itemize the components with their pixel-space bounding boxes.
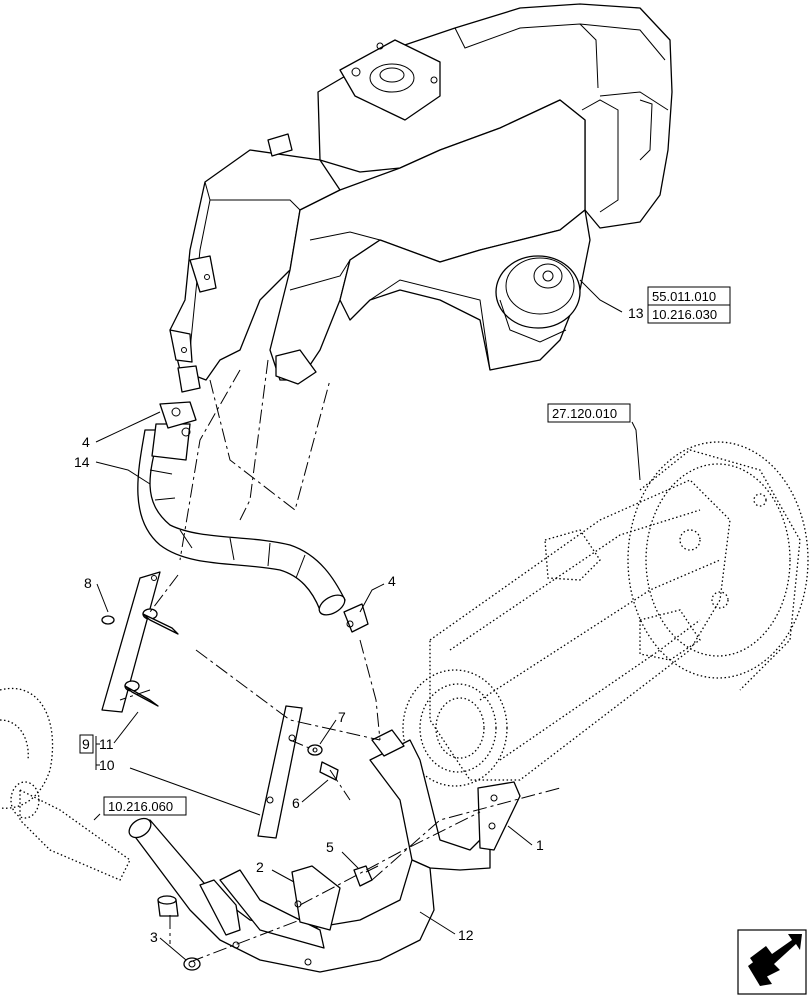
callout-10[interactable]: 10 bbox=[99, 757, 115, 773]
hose-clamp bbox=[159, 401, 197, 437]
svg-text:10.216.030: 10.216.030 bbox=[652, 307, 717, 322]
return-arrow-icon[interactable] bbox=[737, 929, 807, 995]
bracket-11 bbox=[101, 571, 179, 713]
ref-55-011-010[interactable]: 55.011.010 bbox=[647, 286, 731, 306]
exhaust-pipe bbox=[128, 817, 435, 973]
callout-9[interactable]: 9 bbox=[82, 736, 90, 752]
sender-unit bbox=[339, 39, 441, 121]
callout-8[interactable]: 8 bbox=[84, 575, 92, 591]
plate-2 bbox=[291, 865, 341, 931]
callout-3[interactable]: 3 bbox=[150, 929, 158, 945]
callout-13[interactable]: 13 bbox=[628, 305, 644, 321]
callout-11[interactable]: 11 bbox=[99, 736, 114, 752]
assembly-lines bbox=[119, 359, 561, 963]
leader-lines bbox=[93, 279, 641, 961]
svg-text:10.216.060: 10.216.060 bbox=[108, 799, 173, 814]
bracket-10 bbox=[257, 705, 303, 839]
callout-9-group: 9 11 10 bbox=[79, 734, 115, 773]
svg-text:27.120.010: 27.120.010 bbox=[552, 406, 617, 421]
axle-housing bbox=[402, 441, 809, 787]
callout-7[interactable]: 7 bbox=[338, 709, 346, 725]
hose-clamp-lower bbox=[343, 603, 369, 633]
ref-10-216-060[interactable]: 10.216.060 bbox=[103, 796, 187, 816]
callout-12[interactable]: 12 bbox=[458, 927, 474, 943]
fuel-hose bbox=[137, 423, 346, 616]
frame-rail bbox=[0, 687, 131, 881]
callout-14[interactable]: 14 bbox=[74, 454, 90, 470]
bolt-5 bbox=[353, 865, 379, 887]
filler-cap bbox=[495, 255, 581, 343]
callout-4-lower[interactable]: 4 bbox=[388, 573, 396, 589]
svg-text:55.011.010: 55.011.010 bbox=[652, 289, 716, 304]
bracket-1 bbox=[369, 729, 521, 871]
ref-27-120-010[interactable]: 27.120.010 bbox=[547, 403, 631, 423]
callout-5[interactable]: 5 bbox=[326, 839, 334, 855]
callout-2[interactable]: 2 bbox=[256, 859, 264, 875]
fuel-tank bbox=[169, 3, 673, 393]
washer bbox=[307, 744, 323, 756]
callout-labels: 1 2 3 4 4 5 6 7 8 9 11 10 12 13 14 bbox=[74, 305, 644, 945]
callout-6[interactable]: 6 bbox=[292, 795, 300, 811]
screw-8 bbox=[101, 615, 115, 625]
reference-links: 55.011.010 10.216.030 27.120.010 10.216.… bbox=[103, 286, 731, 816]
callout-1[interactable]: 1 bbox=[536, 837, 544, 853]
callout-4-upper[interactable]: 4 bbox=[82, 434, 90, 450]
ref-10-216-030[interactable]: 10.216.030 bbox=[647, 304, 731, 324]
nut-3 bbox=[183, 957, 201, 971]
